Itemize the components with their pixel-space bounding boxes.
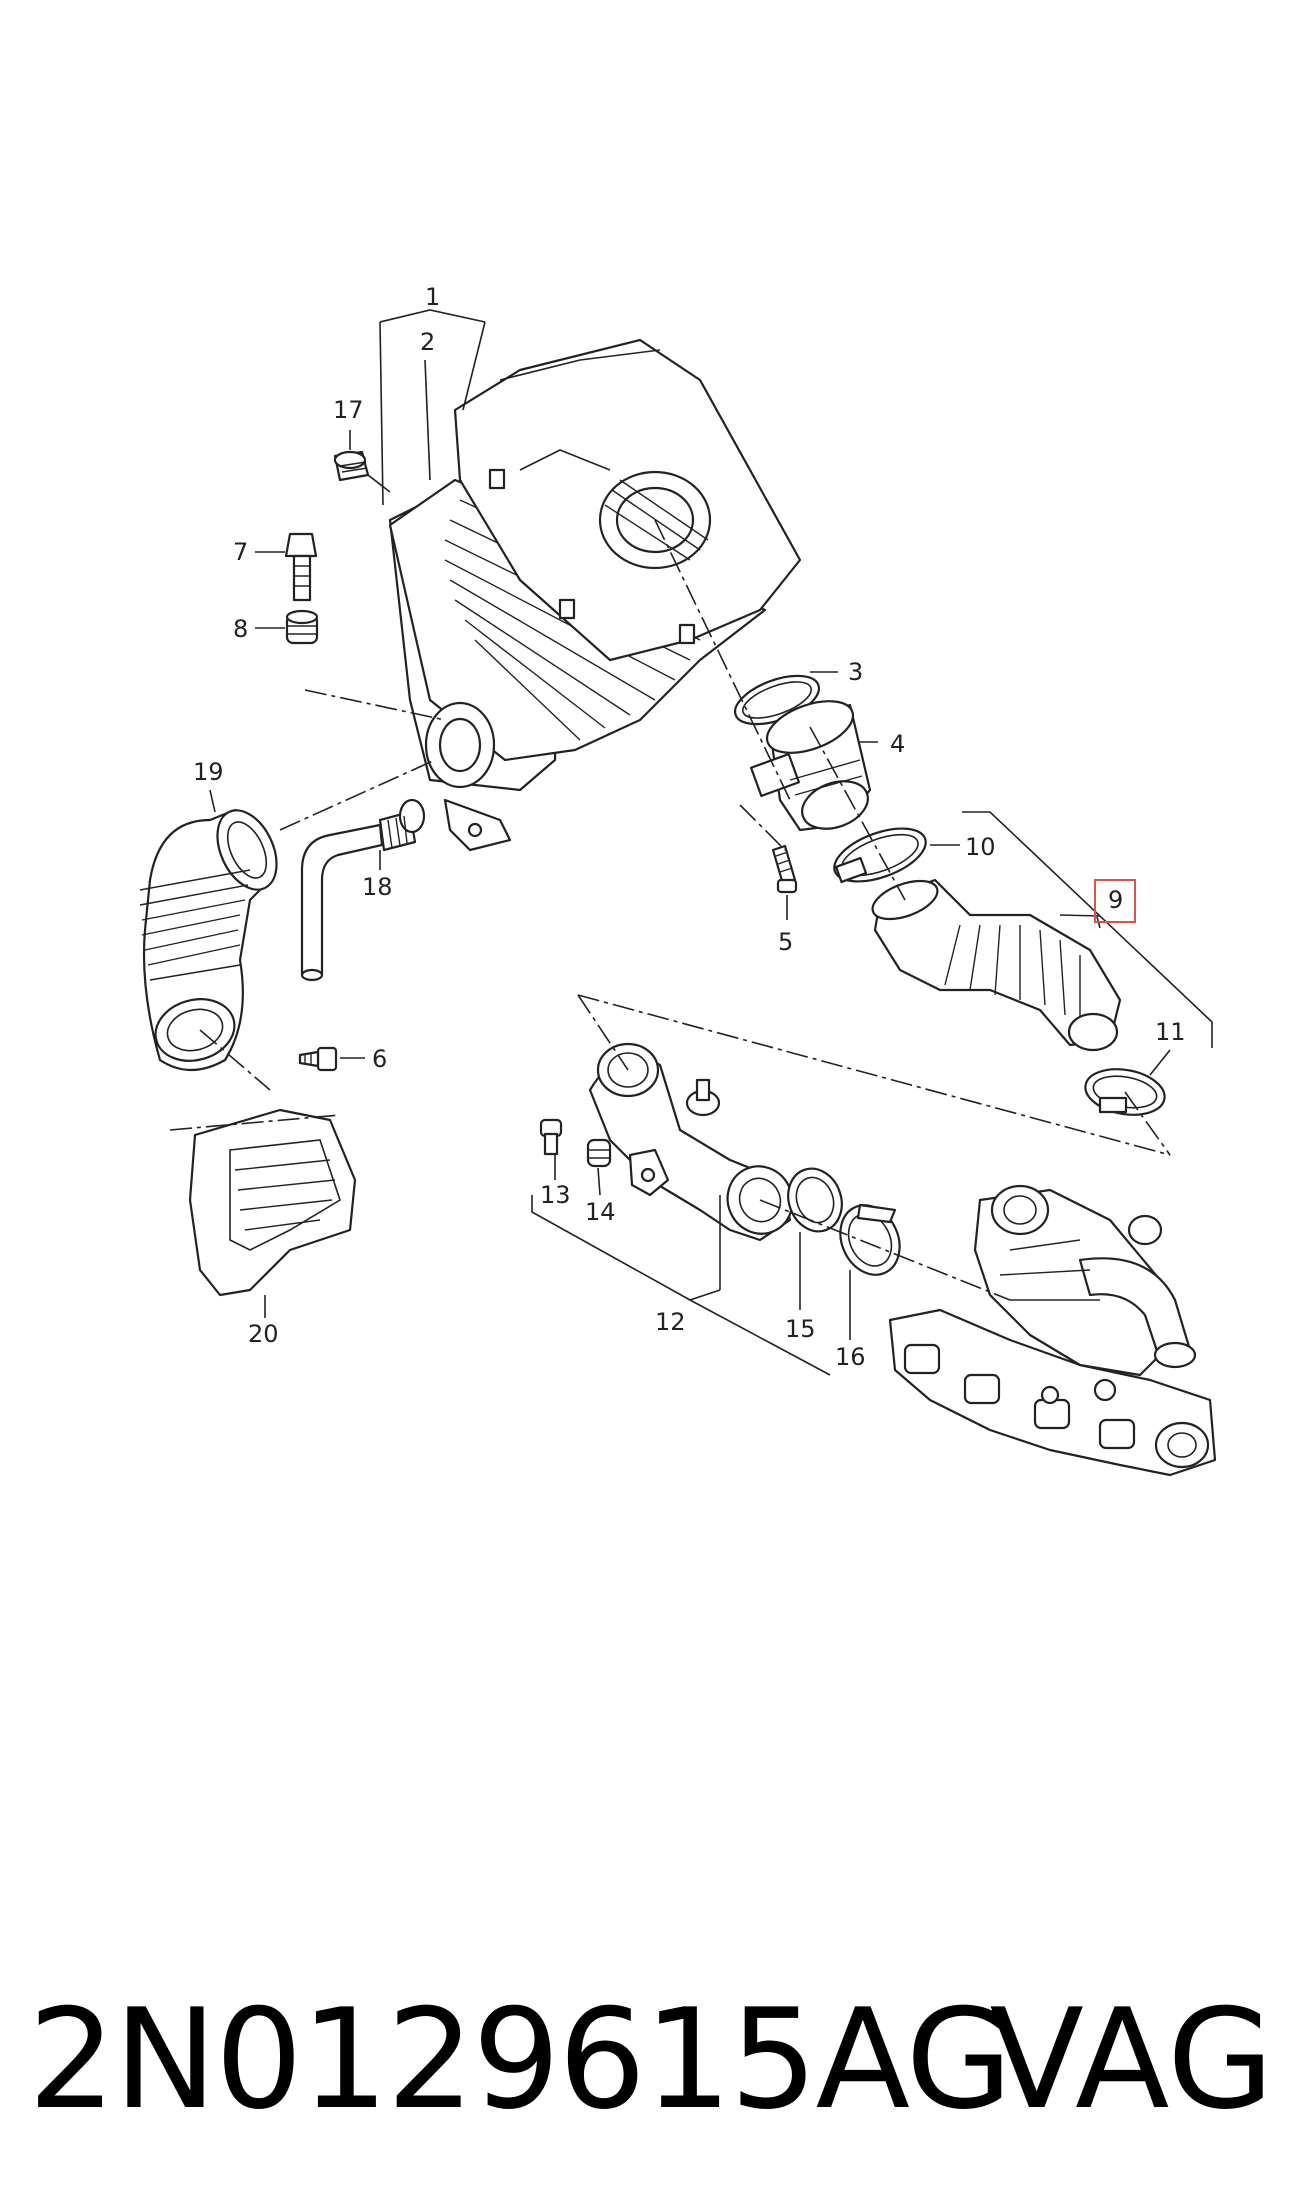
hose-clamp-16 [839, 1203, 901, 1276]
callout-11: 11 [1155, 1018, 1186, 1046]
inlet-duct-19 [139, 808, 278, 1071]
callout-20: 20 [248, 1320, 279, 1348]
grommet-17 [333, 450, 370, 482]
intake-hose-9 [871, 878, 1122, 1052]
grommet-8 [285, 609, 319, 645]
callout-12: 12 [655, 1308, 686, 1336]
intake-pipe-12 [588, 1042, 794, 1242]
air-guide-20 [188, 1108, 357, 1297]
leader-lines [209, 309, 1213, 1376]
callout-6: 6 [372, 1045, 387, 1073]
screw-5 [771, 844, 798, 894]
callout-10: 10 [965, 833, 996, 861]
turbocharger-manifold [888, 1184, 1217, 1477]
callout-14: 14 [585, 1198, 616, 1226]
callout-9[interactable]: 9 [1108, 886, 1123, 914]
callout-8: 8 [233, 615, 248, 643]
bolt-13 [539, 1118, 563, 1156]
seal-15 [787, 1167, 843, 1233]
callout-19: 19 [193, 758, 224, 786]
callout-4: 4 [890, 730, 905, 758]
callout-18: 18 [362, 873, 393, 901]
part-number: 2N0129615AG [28, 1979, 1013, 2140]
callout-9-highlight [1094, 879, 1136, 923]
breather-hose-18 [300, 798, 426, 982]
bolt-7 [284, 532, 318, 602]
air-filter-housing [388, 338, 802, 852]
callout-15: 15 [785, 1315, 816, 1343]
callout-labels: 1 2 3 4 5 6 7 8 9 10 11 12 13 14 15 16 1… [193, 283, 1186, 1371]
callout-16: 16 [835, 1343, 866, 1371]
screw-6 [298, 1046, 338, 1072]
callout-3: 3 [848, 658, 863, 686]
callout-17: 17 [333, 396, 364, 424]
assembly-lines [169, 519, 1171, 1301]
callout-7: 7 [233, 538, 248, 566]
callout-5: 5 [778, 928, 793, 956]
grommet-14 [586, 1138, 612, 1168]
callout-13: 13 [540, 1181, 571, 1209]
brand-label: VAG [989, 1979, 1275, 2140]
footer: 2N0129615AG VAG [0, 1960, 1300, 2160]
callout-1: 1 [425, 283, 440, 311]
callout-2: 2 [420, 328, 435, 356]
